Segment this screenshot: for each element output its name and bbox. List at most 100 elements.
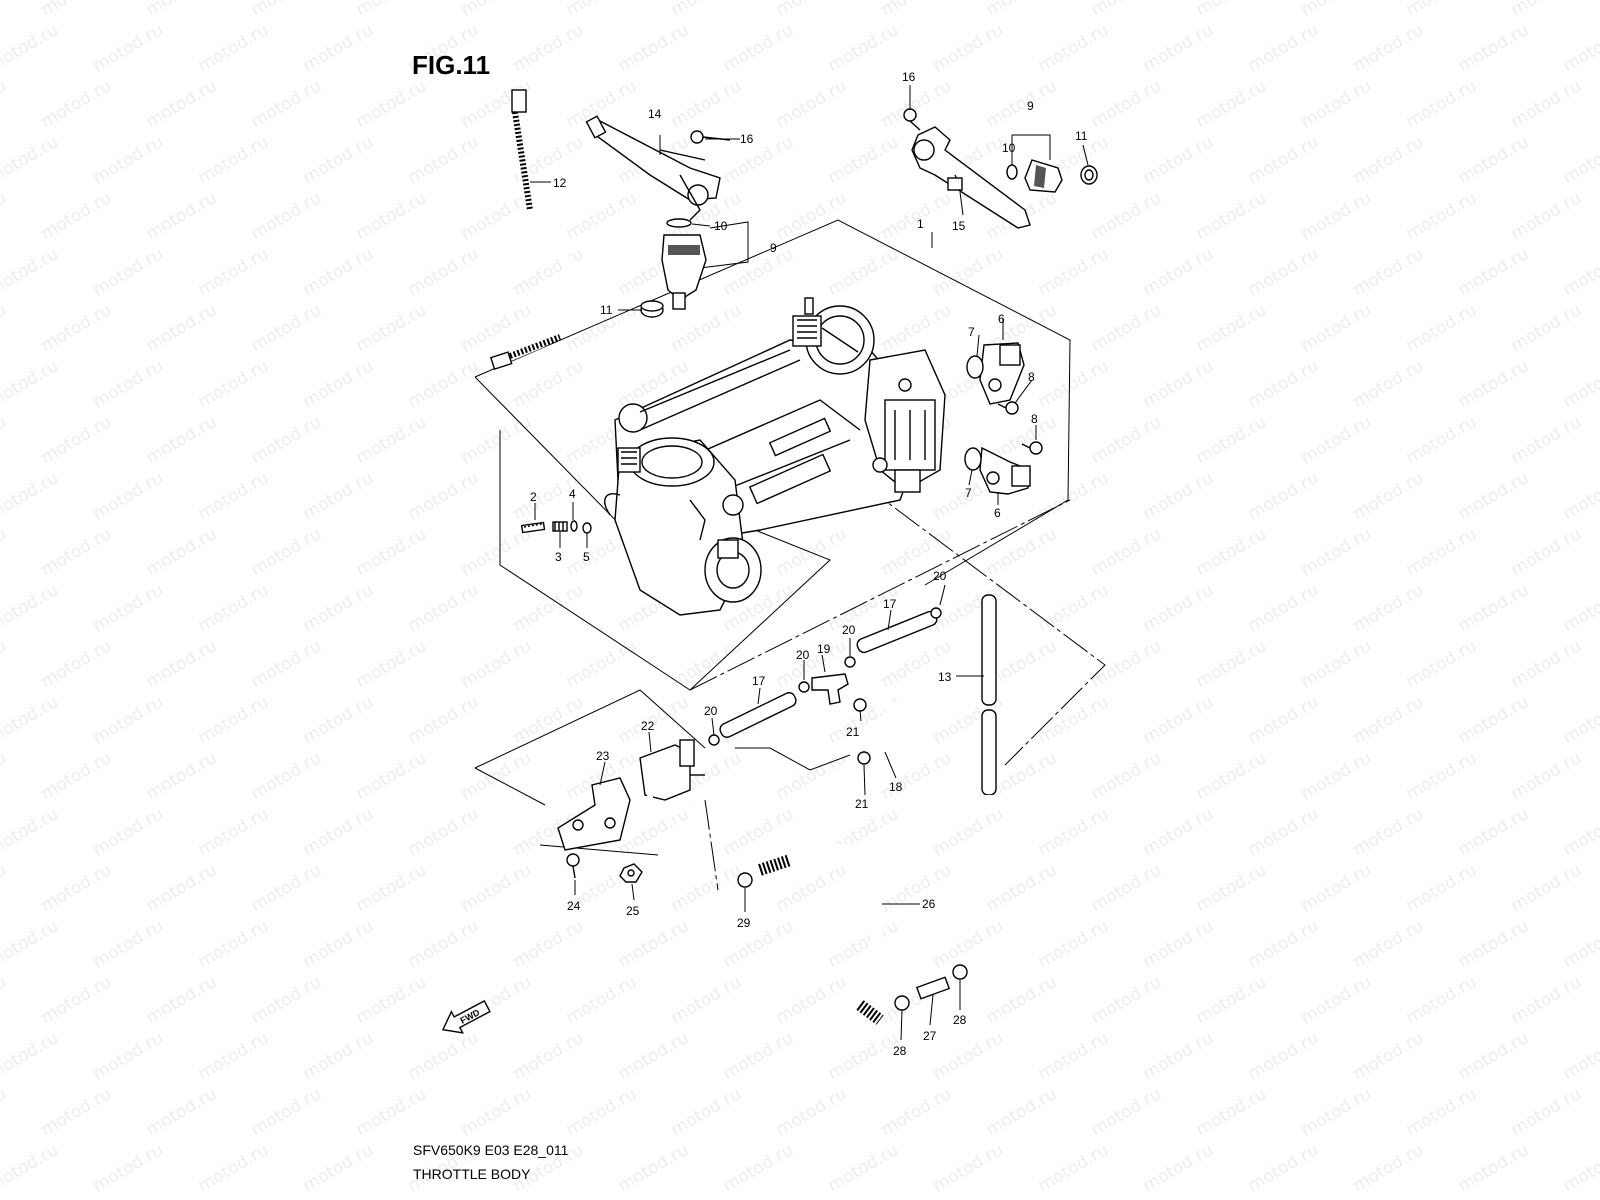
watermark-text: motod.ru: [1403, 76, 1481, 132]
watermark-text: motod.ru: [1193, 412, 1271, 468]
watermark-text: motod.ru: [1298, 300, 1376, 356]
figure-title: FIG.11: [412, 50, 491, 80]
watermark-text: motod.ru: [1508, 972, 1586, 1028]
watermark-text: motod.ru: [1035, 1140, 1113, 1196]
bolt-16-left: [690, 130, 731, 144]
watermark-text: motod.ru: [1140, 1140, 1218, 1196]
watermark-text: motod.ru: [195, 1028, 273, 1084]
watermark-text: motod.ru: [1403, 300, 1481, 356]
callout-27: 27: [923, 1029, 937, 1043]
watermark-text: motod.ru: [773, 188, 851, 244]
watermark-text: motod.ru: [825, 916, 903, 972]
watermark-text: motod.ru: [720, 804, 798, 860]
callout-16-right: 16: [902, 70, 916, 84]
watermark-text: motod.ru: [615, 1140, 693, 1196]
watermark-text: motod.ru: [405, 1028, 483, 1084]
watermark-text: motod.ru: [143, 1084, 221, 1140]
watermark-text: motod.ru: [1193, 748, 1271, 804]
watermark-text: motod.ru: [38, 300, 116, 356]
sensor-6-lower: [979, 446, 1031, 495]
watermark-text: motod.ru: [1560, 356, 1600, 412]
sensor-6-upper: [979, 342, 1025, 405]
watermark-text: motod.ru: [1403, 748, 1481, 804]
watermark-text: motod.ru: [1508, 524, 1586, 580]
watermark-text: motod.ru: [1455, 132, 1533, 188]
watermark-text: motod.ru: [825, 1140, 903, 1196]
callout-16-left: 16: [740, 132, 754, 146]
clamp-20-set: [708, 607, 942, 746]
callout-25: 25: [626, 904, 640, 918]
watermark-text: motod.ru: [195, 132, 273, 188]
watermark-text: motod.ru: [773, 748, 851, 804]
watermark-text: motod.ru: [1140, 356, 1218, 412]
watermark-text: motod.ru: [1508, 1084, 1586, 1140]
watermark-text: motod.ru: [300, 1140, 378, 1196]
watermark-text: motod.ru: [1035, 356, 1113, 412]
callout-9-left: 9: [770, 241, 777, 255]
watermark-text: motod.ru: [930, 1140, 1008, 1196]
watermark-text: motod.ru: [983, 1084, 1061, 1140]
watermark-text: motod.ru: [1035, 1028, 1113, 1084]
callout-28-b: 28: [953, 1013, 967, 1027]
watermark-text: motod.ru: [1508, 748, 1586, 804]
callout-8-lower: 8: [1031, 412, 1038, 426]
watermark-text: motod.ru: [38, 188, 116, 244]
clamp-29: [737, 872, 753, 888]
callout-3: 3: [555, 550, 562, 564]
watermark-text: motod.ru: [143, 0, 221, 20]
watermark-text: motod.ru: [1508, 0, 1586, 20]
watermark-text: motod.ru: [1350, 468, 1428, 524]
watermark-text: motod.ru: [1508, 636, 1586, 692]
watermark-text: motod.ru: [1455, 580, 1533, 636]
watermark-text: motod.ru: [458, 860, 536, 916]
watermark-text: motod.ru: [720, 132, 798, 188]
watermark-text: motod.ru: [1455, 20, 1533, 76]
watermark-text: motod.ru: [0, 692, 62, 748]
watermark-text: motod.ru: [90, 692, 168, 748]
watermark-text: motod.ru: [0, 860, 10, 916]
watermark-text: motod.ru: [1245, 1140, 1323, 1196]
watermark-text: motod.ru: [38, 860, 116, 916]
watermark-text: motod.ru: [825, 244, 903, 300]
watermark-text: motod.ru: [1455, 1028, 1533, 1084]
watermark-text: motod.ru: [0, 916, 62, 972]
watermark-text: motod.ru: [510, 580, 588, 636]
clamp-28-set: [894, 964, 968, 1011]
watermark-text: motod.ru: [615, 1028, 693, 1084]
watermark-text: motod.ru: [248, 636, 326, 692]
watermark-text: motod.ru: [1560, 804, 1600, 860]
watermark-text: motod.ru: [143, 972, 221, 1028]
watermark-text: motod.ru: [1560, 1140, 1600, 1196]
watermark-text: motod.ru: [1088, 300, 1166, 356]
watermark-text: motod.ru: [1193, 1084, 1271, 1140]
watermark-text: motod.ru: [1245, 1028, 1323, 1084]
callout-13: 13: [938, 670, 952, 684]
watermark-text: motod.ru: [405, 468, 483, 524]
watermark-text: motod.ru: [300, 804, 378, 860]
watermark-text: motod.ru: [1508, 188, 1586, 244]
watermark-text: motod.ru: [1455, 916, 1533, 972]
fuel-delivery-pipe-15: [911, 126, 1031, 229]
watermark-text: motod.ru: [38, 636, 116, 692]
watermark-text: motod.ru: [90, 244, 168, 300]
watermark-text: motod.ru: [668, 1084, 746, 1140]
watermark-text: motod.ru: [90, 580, 168, 636]
watermark-text: motod.ru: [1193, 860, 1271, 916]
watermark-text: motod.ru: [878, 76, 956, 132]
watermark-text: motod.ru: [0, 244, 62, 300]
watermark-text: motod.ru: [1088, 636, 1166, 692]
watermark-text: motod.ru: [1245, 804, 1323, 860]
watermark-text: motod.ru: [353, 412, 431, 468]
o-ring-10-right: [1006, 164, 1018, 180]
watermark-text: motod.ru: [300, 1028, 378, 1084]
watermark-text: motod.ru: [0, 972, 10, 1028]
watermark-text: motod.ru: [1035, 580, 1113, 636]
callout-24: 24: [567, 899, 581, 913]
nut-25: [619, 863, 643, 883]
watermark-text: motod.ru: [930, 1028, 1008, 1084]
watermark-text: motod.ru: [0, 636, 10, 692]
watermark-text: motod.ru: [1298, 0, 1376, 20]
watermark-text: motod.ru: [1245, 692, 1323, 748]
watermark-text: motod.ru: [1403, 0, 1481, 20]
callout-10-right: 10: [1002, 141, 1016, 155]
